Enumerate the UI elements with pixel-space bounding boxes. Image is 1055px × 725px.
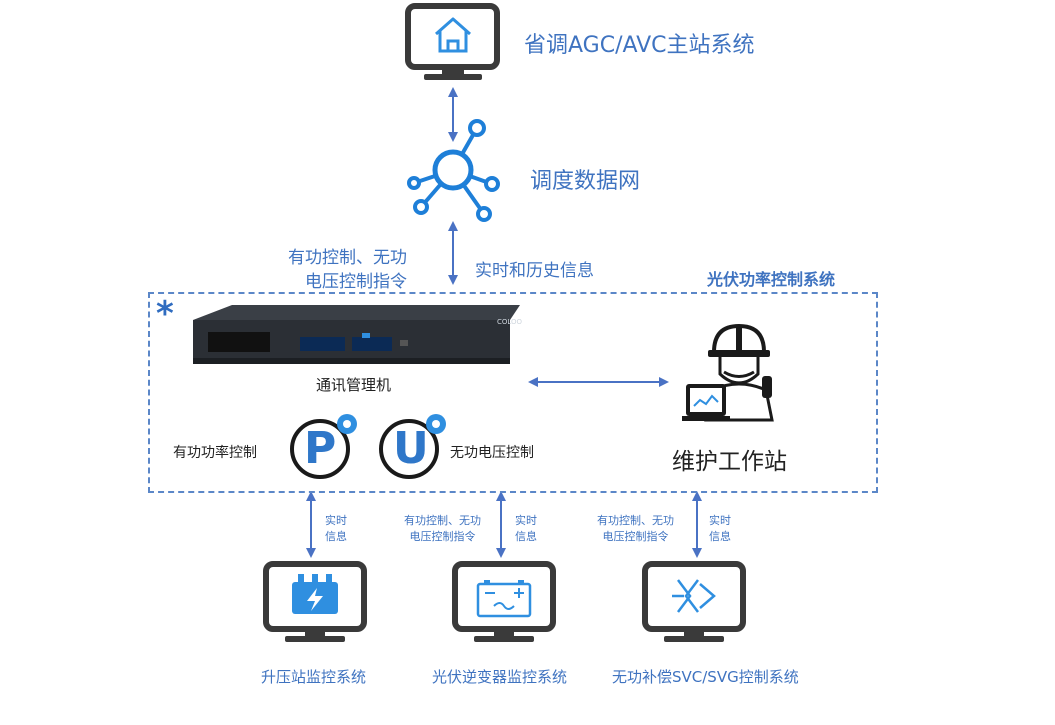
subsystem-label-svc: 无功补偿SVC/SVG控制系统 <box>612 668 799 686</box>
star-icon: * <box>156 294 174 334</box>
subsystem-label-substation: 升压站监控系统 <box>261 668 367 686</box>
u-letter: U <box>393 423 429 474</box>
u-control-icon <box>379 414 446 479</box>
substation-monitor-icon <box>263 561 367 642</box>
comm-manager-label: 通讯管理机 <box>316 376 392 394</box>
p-letter: P <box>304 423 337 474</box>
top-system-title: 省调AGC/AVC主站系统 <box>524 33 755 58</box>
system-title: 光伏功率控制系统 <box>707 270 836 289</box>
svc-monitor-icon <box>642 561 746 642</box>
p-control-label: 有功功率控制 <box>173 445 257 461</box>
realtime-label-3: 实时信息 <box>709 514 731 543</box>
realtime-label-1: 实时信息 <box>325 514 347 543</box>
u-control-label: 无功电压控制 <box>450 445 534 461</box>
top-monitor-icon <box>405 3 500 80</box>
link-top-left-line1: 有功控制、无功 <box>288 248 407 268</box>
subsystem-label-inverter: 光伏逆变器监控系统 <box>432 668 568 686</box>
link-top-right: 实时和历史信息 <box>475 261 594 281</box>
network-hub-icon <box>407 119 500 222</box>
p-control-icon <box>290 414 357 479</box>
comm-manager-device <box>193 305 520 364</box>
system-boundary <box>148 292 878 493</box>
link-top-left-line2: 电压控制指令 <box>305 272 407 292</box>
inverter-monitor-icon <box>452 561 556 642</box>
engineer-workstation-icon <box>682 323 774 422</box>
realtime-label-2: 实时信息 <box>515 514 537 543</box>
device-brand: COLOO <box>497 318 523 326</box>
network-label: 调度数据网 <box>530 169 641 194</box>
command-label-2: 有功控制、无功电压控制指令 <box>404 514 481 543</box>
workstation-label: 维护工作站 <box>672 449 787 475</box>
command-label-3: 有功控制、无功电压控制指令 <box>597 514 674 543</box>
